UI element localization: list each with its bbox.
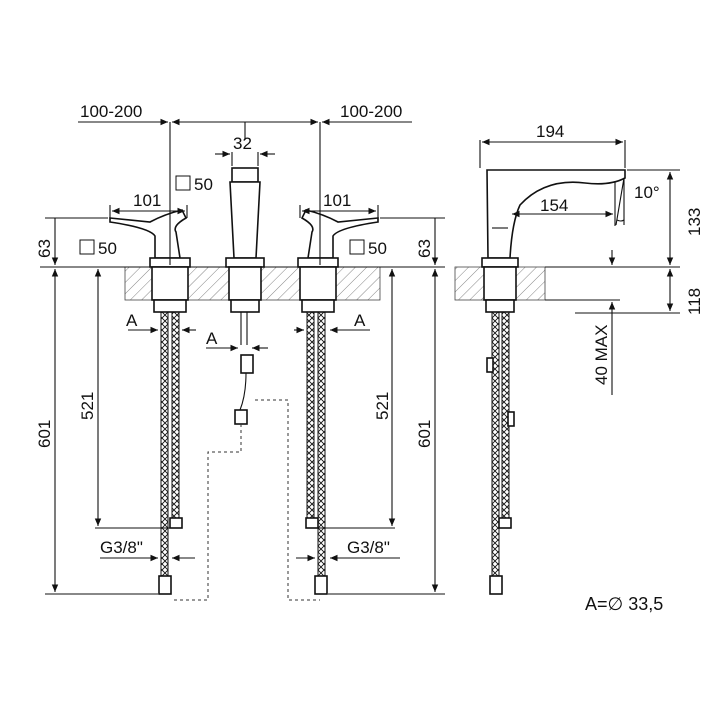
square-symbol-spout	[175, 175, 191, 191]
diameter-note: A=∅ 33,5	[585, 594, 663, 614]
label-right-handle-width: 101	[323, 191, 351, 210]
left-valve	[109, 209, 191, 595]
right-valve	[297, 209, 379, 595]
label-spout-width: 32	[233, 134, 252, 153]
label-right-total: 601	[415, 420, 434, 448]
label-right-square: 50	[368, 239, 387, 258]
label-left-square: 50	[98, 239, 117, 258]
label-side-height: 133	[685, 208, 704, 236]
label-side-max: 40 MAX	[592, 325, 611, 385]
label-right-thread: G3/8"	[347, 538, 390, 557]
label-a-left: A	[126, 311, 138, 330]
dim-lines	[45, 118, 680, 595]
label-a-right: A	[354, 311, 366, 330]
label-a-center: A	[206, 329, 218, 348]
square-symbol-left	[79, 239, 95, 255]
center-spout	[172, 167, 320, 601]
side-view-spout	[481, 169, 626, 595]
label-side-below: 118	[685, 288, 704, 315]
label-left-total: 601	[35, 420, 54, 448]
label-side-angle: 10°	[634, 183, 660, 202]
label-right-height-above: 63	[415, 239, 434, 258]
label-left-handle-width: 101	[133, 191, 161, 210]
label-left-height-above: 63	[35, 239, 54, 258]
label-left-thread: G3/8"	[100, 538, 143, 557]
label-left-spacing: 100-200	[80, 102, 142, 121]
label-right-hose: 521	[373, 392, 392, 420]
label-side-length: 194	[536, 122, 564, 141]
square-symbol-right	[349, 239, 365, 255]
label-spout-square: 50	[194, 175, 213, 194]
label-right-spacing: 100-200	[340, 102, 402, 121]
label-side-reach: 154	[540, 196, 568, 215]
label-left-hose: 521	[78, 392, 97, 420]
